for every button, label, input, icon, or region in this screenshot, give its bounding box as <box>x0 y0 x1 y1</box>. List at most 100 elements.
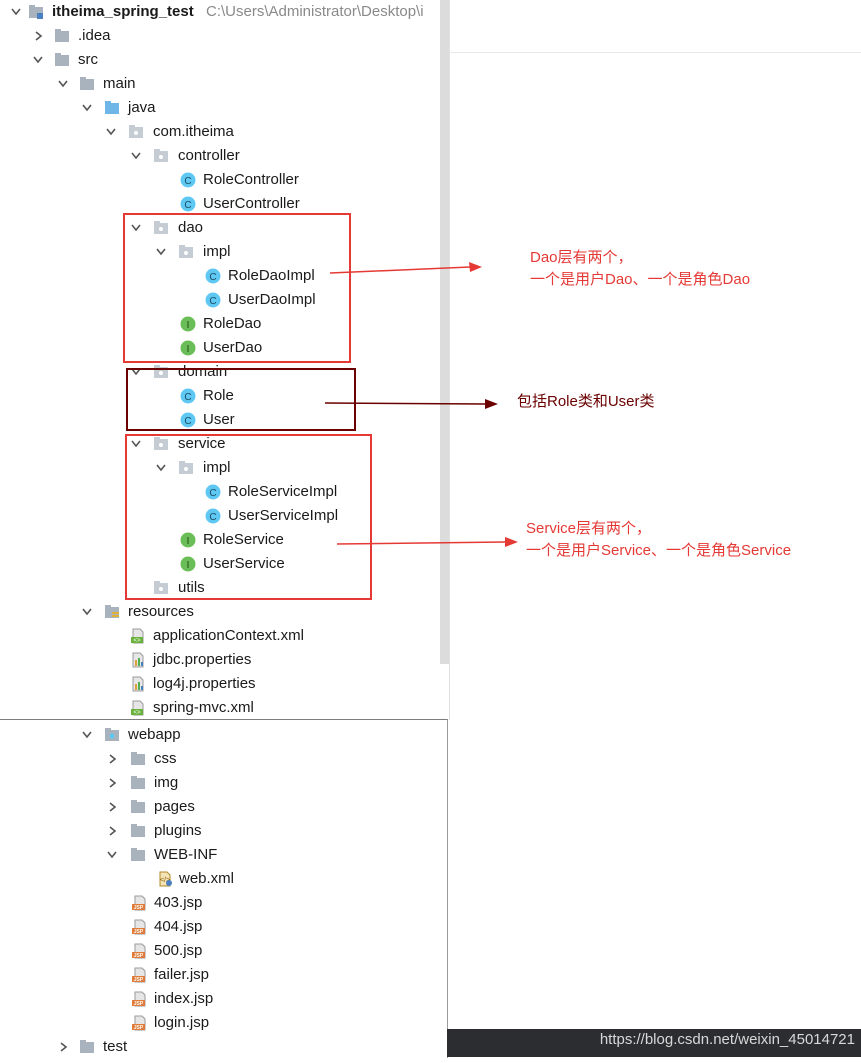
svg-text:<>: <> <box>133 710 141 716</box>
tree-label: jdbc.properties <box>153 651 252 668</box>
tree-label: Role <box>203 387 234 404</box>
chevron-right-icon[interactable] <box>106 795 120 819</box>
class-icon-letter: C <box>184 176 191 187</box>
dao-highlight-box <box>123 213 351 363</box>
tree-label: 403.jsp <box>154 894 203 911</box>
tree-label: plugins <box>154 822 202 839</box>
scrollbar[interactable] <box>440 0 449 664</box>
interface-icon: I <box>180 316 196 332</box>
tree-label: domain <box>178 363 228 380</box>
tree-label: com.itheima <box>153 123 234 140</box>
tree-label: css <box>154 750 177 767</box>
tree-label: UserService <box>203 555 285 572</box>
chevron-down-icon[interactable] <box>130 432 144 456</box>
chevron-down-icon[interactable] <box>106 843 120 867</box>
class-icon-letter: C <box>209 272 216 283</box>
class-icon: C <box>180 172 196 188</box>
tree-label: UserDaoImpl <box>228 291 316 308</box>
chevron-right-icon[interactable] <box>32 24 46 48</box>
resources-folder-icon <box>104 604 120 620</box>
class-icon: C <box>205 508 221 524</box>
tree-label: src <box>78 51 98 68</box>
folder-icon <box>79 76 95 92</box>
svg-text:</>: </> <box>160 877 170 884</box>
tree-label: RoleServiceImpl <box>228 483 338 500</box>
chevron-down-icon[interactable] <box>57 72 71 96</box>
chevron-down-icon[interactable] <box>81 723 95 747</box>
tree-label: service <box>178 435 226 452</box>
tree-label: spring-mvc.xml <box>153 699 254 716</box>
chevron-down-icon[interactable] <box>130 360 144 384</box>
tree-label: impl <box>203 459 231 476</box>
web-folder-icon <box>104 727 120 743</box>
class-icon: C <box>205 484 221 500</box>
chevron-down-icon[interactable] <box>32 48 46 72</box>
svg-text:JSP: JSP <box>134 1001 144 1007</box>
tree-label: resources <box>128 603 194 620</box>
chevron-down-icon[interactable] <box>130 216 144 240</box>
tree-label: WEB-INF <box>154 846 218 863</box>
tree-label: 500.jsp <box>154 942 203 959</box>
domain-arrow <box>324 399 498 409</box>
package-icon <box>178 460 194 476</box>
chevron-right-icon[interactable] <box>106 819 120 843</box>
project-tree-panel-lower: webapp css img pages plugins WEB-INF </>… <box>0 719 448 1058</box>
chevron-down-icon[interactable] <box>10 0 24 24</box>
tree-label: webapp <box>128 726 181 743</box>
service-annotation: Service层有两个， 一个是用户Service、一个是角色Service <box>526 518 791 562</box>
tree-label: UserController <box>203 195 300 212</box>
folder-icon <box>130 751 146 767</box>
chevron-down-icon[interactable] <box>81 600 95 624</box>
project-name: itheima_spring_test <box>52 3 194 20</box>
tree-label: User <box>203 411 235 428</box>
dao-annotation: Dao层有两个， 一个是用户Dao、一个是角色Dao <box>530 247 750 291</box>
domain-annotation: 包括Role类和User类 <box>517 393 655 410</box>
svg-text:JSP: JSP <box>134 905 144 911</box>
package-icon <box>128 124 144 140</box>
svg-text:JSP: JSP <box>134 1025 144 1031</box>
tree-label: UserDao <box>203 339 263 356</box>
tree-label: web.xml <box>179 870 235 887</box>
tree-label: .idea <box>78 27 111 44</box>
class-icon-letter: C <box>184 200 191 211</box>
project-path: C:\Users\Administrator\Desktop\i <box>206 3 424 20</box>
spring-xml-icon: <> <box>130 628 146 644</box>
tree-label: RoleService <box>203 531 284 548</box>
chevron-right-icon[interactable] <box>57 1035 71 1059</box>
tree-label: java <box>128 99 156 116</box>
chevron-down-icon[interactable] <box>105 120 119 144</box>
chevron-down-icon[interactable] <box>81 96 95 120</box>
tree-label: utils <box>178 579 205 596</box>
folder-icon <box>79 1039 95 1055</box>
class-icon: C <box>205 292 221 308</box>
svg-text:JSP: JSP <box>134 929 144 935</box>
chevron-down-icon[interactable] <box>155 456 169 480</box>
service-highlight-box <box>125 434 372 600</box>
tree-label: pages <box>154 798 195 815</box>
status-bar <box>447 1029 861 1057</box>
chevron-down-icon[interactable] <box>155 240 169 264</box>
svg-text:JSP: JSP <box>134 977 144 983</box>
folder-icon <box>130 799 146 815</box>
class-icon: C <box>180 388 196 404</box>
interface-icon-letter: I <box>187 536 190 547</box>
chevron-right-icon[interactable] <box>106 747 120 771</box>
folder-icon <box>54 52 70 68</box>
tree-label: UserServiceImpl <box>228 507 339 524</box>
domain-highlight-box <box>126 368 356 431</box>
interface-icon-letter: I <box>187 560 190 571</box>
interface-icon: I <box>180 556 196 572</box>
jsp-file-icon: JSP <box>131 895 147 911</box>
jsp-file-icon: JSP <box>131 967 147 983</box>
service-arrow <box>336 537 518 547</box>
folder-icon <box>130 847 146 863</box>
chevron-right-icon[interactable] <box>106 771 120 795</box>
package-icon <box>153 364 169 380</box>
svg-text:JSP: JSP <box>134 953 144 959</box>
chevron-down-icon[interactable] <box>130 144 144 168</box>
interface-icon: I <box>180 340 196 356</box>
class-icon-letter: C <box>209 296 216 307</box>
package-icon <box>153 580 169 596</box>
class-icon: C <box>205 268 221 284</box>
tree-label: test <box>103 1038 128 1055</box>
